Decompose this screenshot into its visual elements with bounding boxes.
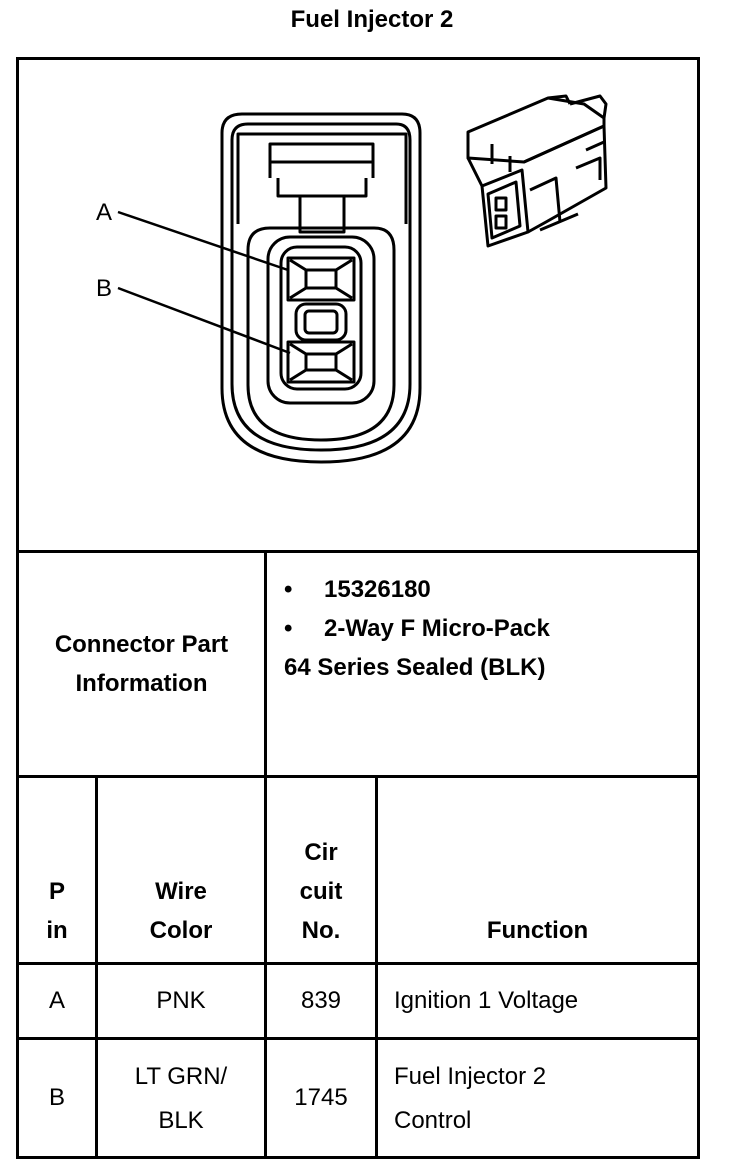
connector-diagram: A B (96, 94, 608, 464)
header-pin: P in (46, 878, 68, 944)
part-number: 15326180 (324, 576, 431, 603)
terminal-b (286, 340, 356, 384)
divider-connector-info (16, 775, 700, 778)
connector-table-frame (16, 57, 700, 1159)
divider-header (16, 962, 700, 965)
divider-info-col (264, 550, 267, 778)
connector-info-values: • 15326180 • 2-Way F Micro-Pack 64 Serie… (284, 570, 550, 687)
connector-description-line1: 2-Way F Micro-Pack (324, 615, 550, 642)
connector-face-outer (220, 112, 422, 464)
divider-diagram (16, 550, 700, 553)
header-wire-color: Wire Color (149, 878, 213, 944)
bullet-icon: • (284, 576, 293, 603)
divider-row-a (16, 1037, 700, 1040)
row-b-function: Fuel Injector 2 Control (394, 1063, 547, 1134)
row-b-wire-color: LT GRN/ BLK (134, 1063, 228, 1134)
header-circuit-no: Cir cuit No. (299, 839, 343, 944)
header-function: Function (486, 917, 589, 944)
list-item: • 15326180 (284, 570, 550, 609)
label-b: B (96, 275, 112, 302)
bullet-icon: • (284, 615, 293, 642)
list-item: • 2-Way F Micro-Pack (284, 609, 550, 648)
label-a: A (96, 199, 112, 226)
row-a-circuit: 839 (300, 987, 342, 1014)
connector-description-line2: 64 Series Sealed (BLK) (284, 654, 546, 681)
row-b-pin: B (48, 1084, 65, 1111)
connector-info-label-line2: Information (75, 670, 208, 697)
row-b-circuit: 1745 (294, 1084, 348, 1111)
connector-face-inner (230, 122, 412, 452)
connector-info-label: Connector Part Information (19, 553, 264, 775)
divider-wire-col (264, 775, 267, 1159)
connector-side-view (466, 94, 608, 248)
row-a-function: Ignition 1 Voltage (394, 987, 579, 1014)
connector-info-label-line1: Connector Part (54, 631, 229, 658)
connector-cavity-outer (246, 226, 396, 442)
terminal-a (286, 256, 356, 302)
divider-circuit-col (375, 775, 378, 1159)
page-title: Fuel Injector 2 (290, 6, 454, 33)
connector-latch (236, 132, 408, 224)
divider-pin-col (95, 775, 98, 1159)
row-a-pin: A (48, 987, 65, 1014)
row-a-wire-color: PNK (156, 987, 206, 1014)
